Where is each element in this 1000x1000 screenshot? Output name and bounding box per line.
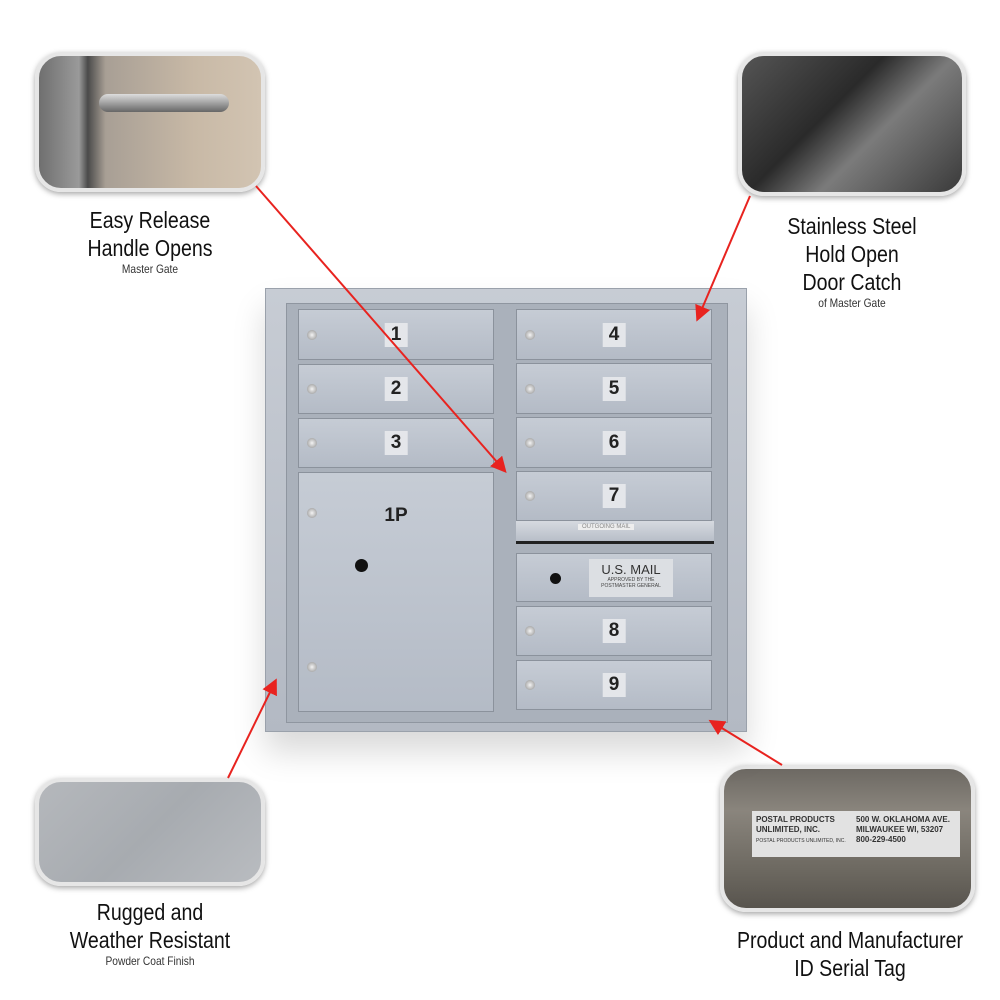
title: Stainless Steel [787,213,917,239]
outgoing-mail-slot[interactable]: OUTGOING MAIL [516,521,714,544]
door-number: 2 [384,377,408,401]
lock-icon [525,680,535,690]
mailbox-door-3[interactable]: 3 [298,418,494,468]
company-name-2: UNLIMITED, INC. [756,825,820,834]
door-number: 9 [602,673,626,697]
lock-icon [525,329,535,340]
mailbox-unit: 1 2 3 1P 4 5 6 7 OUTGOING MAIL U.S. MAIL… [265,288,747,732]
lock-icon [525,383,535,394]
title: ID Serial Tag [794,955,906,981]
mailbox-door-4[interactable]: 4 [516,309,712,360]
address-2: MILWAUKEE WI, 53207 [856,825,944,834]
lock-icon [307,508,317,518]
title: Easy Release [89,207,211,233]
arrow-handle [255,185,507,474]
subtitle: Master Gate [121,262,179,276]
title: Product and Manufacturer [736,927,964,953]
door-number: 3 [384,431,408,455]
door-number: 5 [602,376,626,401]
phone: 800-229-4500 [856,835,906,844]
arrow-serial-tag [708,719,783,766]
mailbox-door-2[interactable]: 2 [298,364,494,414]
outgoing-label: OUTGOING MAIL [578,524,635,530]
us-mail-plate: U.S. MAIL APPROVED BY THE POSTMASTER GEN… [589,559,673,597]
title: Handle Opens [87,235,213,261]
arrow-finish [227,678,277,779]
door-number: 4 [602,322,626,347]
outgoing-mail-compartment[interactable]: U.S. MAIL APPROVED BY THE POSTMASTER GEN… [516,553,712,602]
mailbox-door-6[interactable]: 6 [516,417,712,468]
title: Door Catch [802,269,902,295]
door-catch-photo [738,52,966,196]
company-name: POSTAL PRODUCTS [756,815,835,824]
company-small: POSTAL PRODUCTS UNLIMITED, INC. [756,838,846,844]
handle-photo [35,52,265,192]
subtitle: Powder Coat Finish [105,954,195,968]
approved-text: APPROVED BY THE [607,577,655,583]
keyhole-icon [355,559,368,572]
address-1: 500 W. OKLAHOMA AVE. [856,815,950,824]
lock-icon [307,662,317,672]
lock-icon [525,437,535,448]
parcel-door-1p[interactable]: 1P [298,472,494,712]
title: Rugged and [96,899,204,925]
powder-coat-swatch [35,778,265,886]
mailbox-door-8[interactable]: 8 [516,606,712,656]
mailbox-door-9[interactable]: 9 [516,660,712,710]
lock-icon [525,626,535,636]
lock-icon [307,329,317,340]
mailbox-door-5[interactable]: 5 [516,363,712,414]
lock-icon [307,384,317,394]
mailbox-door-1[interactable]: 1 [298,309,494,360]
us-mail-text: U.S. MAIL [601,562,661,577]
arrow-door-catch [695,195,751,322]
door-number: 6 [602,430,626,455]
lock-icon [525,491,535,501]
door-number: 8 [602,619,626,643]
door-number: 1P [384,505,408,526]
lock-icon [307,438,317,448]
title: Weather Resistant [69,927,231,953]
approved-text-2: POSTMASTER GENERAL [601,583,661,589]
subtitle: of Master Gate [818,296,886,310]
mailbox-door-7[interactable]: 7 [516,471,712,521]
title: Hold Open [805,241,899,267]
keyhole-icon [550,573,561,584]
door-number: 7 [602,484,626,508]
